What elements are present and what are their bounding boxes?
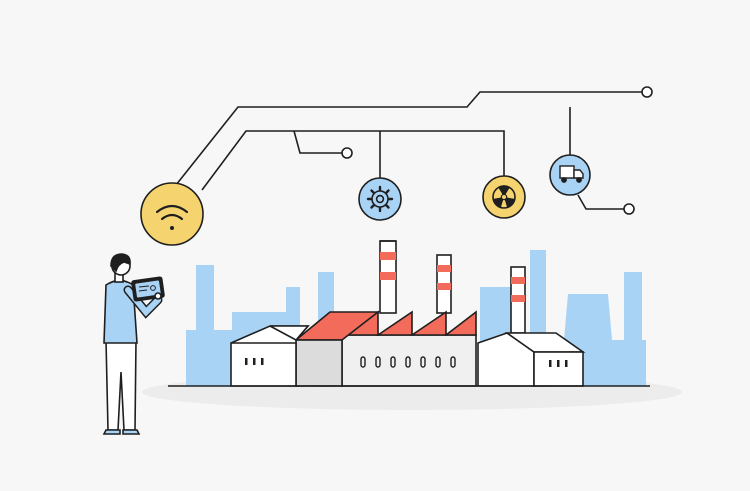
delivery-badge [549,154,591,196]
radiation-badge [482,175,526,219]
delivery-truck-icon [559,165,584,183]
gear-icon [366,185,394,213]
circuit-node-end [641,86,653,98]
annex-building [477,332,586,387]
main-factory [293,310,477,387]
wifi-icon [155,204,189,230]
chimney [436,254,452,314]
warehouse-building [230,325,310,387]
engineer-figure [102,253,165,435]
radiation-icon [492,185,516,209]
circuit-lines [171,91,646,210]
circuit-node-end [623,203,635,215]
chimney [379,240,397,314]
wifi-badge [140,182,204,246]
chimney [510,266,526,334]
circuit-node-end [341,147,353,159]
gear-badge [358,177,402,221]
hair [110,253,131,273]
